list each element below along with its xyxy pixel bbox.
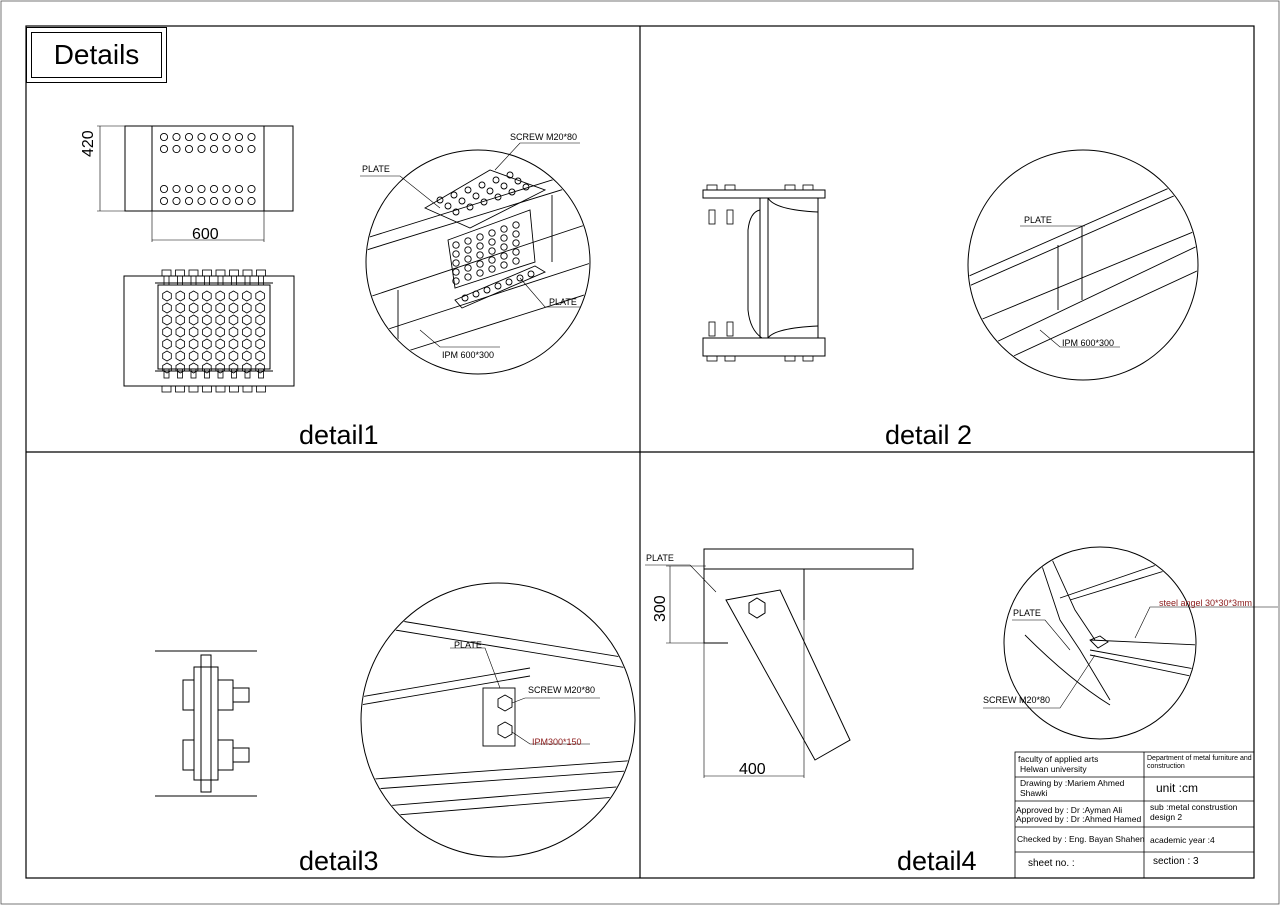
tb-section: section : 3	[1153, 856, 1199, 867]
d3-callout-ipm: IPM300*150	[532, 737, 582, 747]
d2-callout-plate: PLATE	[1024, 215, 1052, 225]
detail2-label: detail 2	[885, 420, 973, 450]
d1-callout-screw: SCREW M20*80	[510, 132, 578, 142]
d1-callout-ipm: IPM 600*300	[442, 350, 495, 360]
detail3-iso-circle	[360, 582, 636, 858]
d4-dim-height: 300	[652, 595, 669, 622]
sheet-title-box: Details	[26, 27, 167, 83]
d3-callout-plate: PLATE	[454, 640, 482, 650]
d1-callout-plate-bottom: PLATE	[549, 297, 577, 307]
d4-callout-plate-left: PLATE	[646, 553, 674, 563]
d2-callout-ipm: IPM 600*300	[1062, 338, 1115, 348]
detail1-iso-circle	[360, 142, 591, 375]
tb-drawing-by: Drawing by :Mariem Ahmed Shawki	[1020, 778, 1125, 798]
sheet-title: Details	[31, 32, 162, 78]
detail4-label: detail4	[897, 846, 977, 876]
detail2-iso-circle	[967, 149, 1199, 381]
detail4-elevation-view	[645, 548, 914, 778]
d4-dim-width: 400	[739, 761, 766, 778]
d4-callout-angle: steel angel 30*30*3mm	[1159, 598, 1253, 608]
d4-callout-plate-iso: PLATE	[1013, 608, 1041, 618]
detail2-section-view	[702, 184, 826, 362]
d1-dim-height: 420	[80, 130, 97, 157]
tb-approved-2: Approved by : Dr :Ahmed Hamed	[1016, 814, 1142, 824]
title-block-grid	[1014, 751, 1255, 879]
d4-callout-screw: SCREW M20*80	[983, 695, 1051, 705]
detail4-iso-circle	[983, 546, 1278, 740]
tb-subject: sub :metal construstion design 2	[1150, 802, 1238, 822]
d3-callout-screw: SCREW M20*80	[528, 685, 596, 695]
tb-academic-year: academic year :4	[1150, 835, 1215, 845]
detail1-elevation-view	[123, 269, 295, 393]
detail1-label: detail1	[299, 420, 379, 450]
detail1-plan-view	[97, 125, 294, 242]
tb-unit: unit :cm	[1156, 781, 1199, 795]
tb-university: Helwan university	[1020, 764, 1087, 774]
detail3-section-view	[155, 650, 257, 797]
tb-approved-1: Approved by : Dr :Ayman Ali	[1016, 805, 1123, 815]
detail3-label: detail3	[299, 846, 379, 876]
d1-callout-plate-top: PLATE	[362, 164, 390, 174]
tb-faculty: faculty of applied arts	[1018, 754, 1099, 764]
tb-department: Department of metal furniture and constr…	[1147, 755, 1252, 771]
tb-checked-by: Checked by : Eng. Bayan Shahen	[1017, 834, 1145, 844]
d1-dim-width: 600	[192, 226, 219, 243]
tb-sheet-no: sheet no. :	[1028, 858, 1075, 869]
